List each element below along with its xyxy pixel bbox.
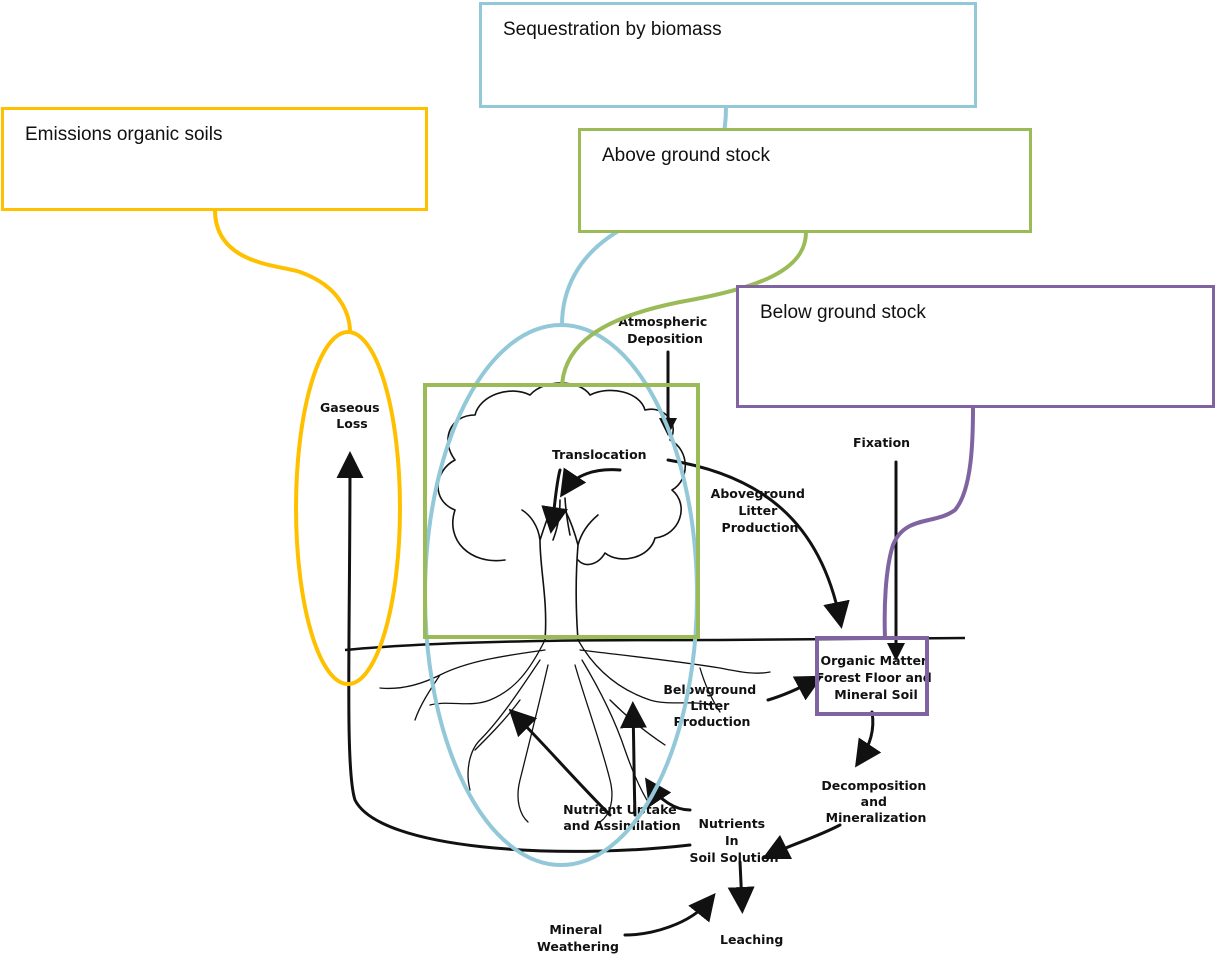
aboveground-litter-label-line2: Litter bbox=[738, 503, 778, 518]
below-ground-connector bbox=[882, 406, 975, 639]
nutrient-uptake-label: Nutrient Uptake and Assimilation bbox=[563, 802, 681, 833]
aboveground-litter-arrow bbox=[666, 458, 850, 629]
uptake-root-arrow-1 bbox=[508, 708, 612, 817]
nutrient-uptake-label-line1: Nutrient Uptake bbox=[563, 802, 676, 817]
decomposition-label-line2: and bbox=[861, 794, 887, 809]
translocation-label: Translocation bbox=[552, 447, 647, 462]
above-ground-callout: Above ground stock bbox=[578, 128, 1032, 233]
aboveground-litter-label: Aboveground Litter Production bbox=[711, 486, 810, 535]
nutrients-soil-solution-label: Nutrients In Soil Solution bbox=[689, 816, 778, 865]
organic-matter-label-line1: Organic Matter bbox=[821, 653, 928, 668]
organic-matter-label-line3: Mineral Soil bbox=[834, 687, 918, 702]
gaseous-loss-label: Gaseous Loss bbox=[320, 400, 384, 431]
belowground-litter-label-line2: Litter bbox=[690, 698, 730, 713]
nutrients-label-line1: Nutrients bbox=[699, 816, 766, 831]
belowground-litter-arrow bbox=[766, 675, 823, 702]
tree-trunk-right bbox=[565, 511, 599, 641]
emissions-callout: Emissions organic soils bbox=[1, 107, 428, 211]
to-uptake-arrow bbox=[645, 777, 692, 812]
mineral-weathering-label-line1: Mineral bbox=[549, 922, 602, 937]
atmospheric-deposition-label: Atmospheric Deposition bbox=[618, 314, 711, 346]
gaseous-loss-arrow bbox=[336, 451, 692, 853]
mineral-weathering-label-line2: Weathering bbox=[537, 939, 619, 954]
organic-matter-label-line2: Forest Floor and bbox=[816, 670, 932, 685]
nutrients-label-line3: Soil Solution bbox=[689, 850, 778, 865]
decomposition-label: Decomposition and Mineralization bbox=[821, 778, 930, 825]
below-ground-callout: Below ground stock bbox=[736, 285, 1215, 408]
below-ground-highlight-rect bbox=[815, 636, 929, 716]
gaseous-loss-label-line2: Loss bbox=[336, 416, 367, 431]
sequestration-highlight-ellipse bbox=[423, 323, 699, 867]
translocation-arrow-2 bbox=[541, 468, 569, 534]
nutrients-label-line2: In bbox=[725, 833, 739, 848]
tree-roots bbox=[379, 639, 771, 823]
tree-trunk-left bbox=[521, 507, 553, 641]
decomposition-label-line1: Decomposition bbox=[821, 778, 926, 793]
decomposition-arrow bbox=[855, 710, 882, 768]
sequestration-callout: Sequestration by biomass bbox=[479, 2, 977, 108]
uptake-root-arrow-2 bbox=[619, 701, 647, 817]
above-ground-callout-text: Above ground stock bbox=[602, 145, 770, 166]
ground-line bbox=[344, 636, 966, 652]
leaching-label: Leaching bbox=[720, 932, 783, 947]
mineral-weathering-label: Mineral Weathering bbox=[537, 922, 619, 954]
leaching-arrow bbox=[727, 860, 755, 914]
fixation-label: Fixation bbox=[853, 435, 910, 450]
atmospheric-deposition-label-line1: Atmospheric bbox=[618, 314, 707, 329]
above-ground-highlight-rect bbox=[423, 383, 700, 639]
emissions-connector bbox=[213, 209, 352, 333]
emissions-callout-text: Emissions organic soils bbox=[25, 124, 223, 145]
organic-matter-label: Organic Matter Forest Floor and Mineral … bbox=[816, 653, 936, 702]
aboveground-litter-label-line3: Production bbox=[722, 520, 799, 535]
gaseous-loss-label-line1: Gaseous bbox=[320, 400, 380, 415]
to-nutrients-arrow bbox=[761, 823, 842, 860]
tree-canopy bbox=[437, 382, 686, 566]
belowground-litter-label-line3: Production bbox=[674, 714, 751, 729]
aboveground-litter-label-line1: Aboveground bbox=[711, 486, 805, 501]
belowground-litter-label: Belowground Litter Production bbox=[663, 682, 760, 729]
sequestration-callout-text: Sequestration by biomass bbox=[503, 19, 722, 40]
translocation-arrow bbox=[560, 467, 622, 498]
above-ground-connector bbox=[560, 231, 808, 386]
belowground-litter-label-line1: Belowground bbox=[663, 682, 756, 697]
nutrient-uptake-label-line2: and Assimilation bbox=[563, 818, 680, 833]
mineral-weathering-arrow bbox=[623, 892, 716, 937]
atmospheric-deposition-label-line2: Deposition bbox=[627, 331, 703, 346]
decomposition-label-line3: Mineralization bbox=[826, 810, 927, 825]
below-ground-callout-text: Below ground stock bbox=[760, 302, 926, 323]
